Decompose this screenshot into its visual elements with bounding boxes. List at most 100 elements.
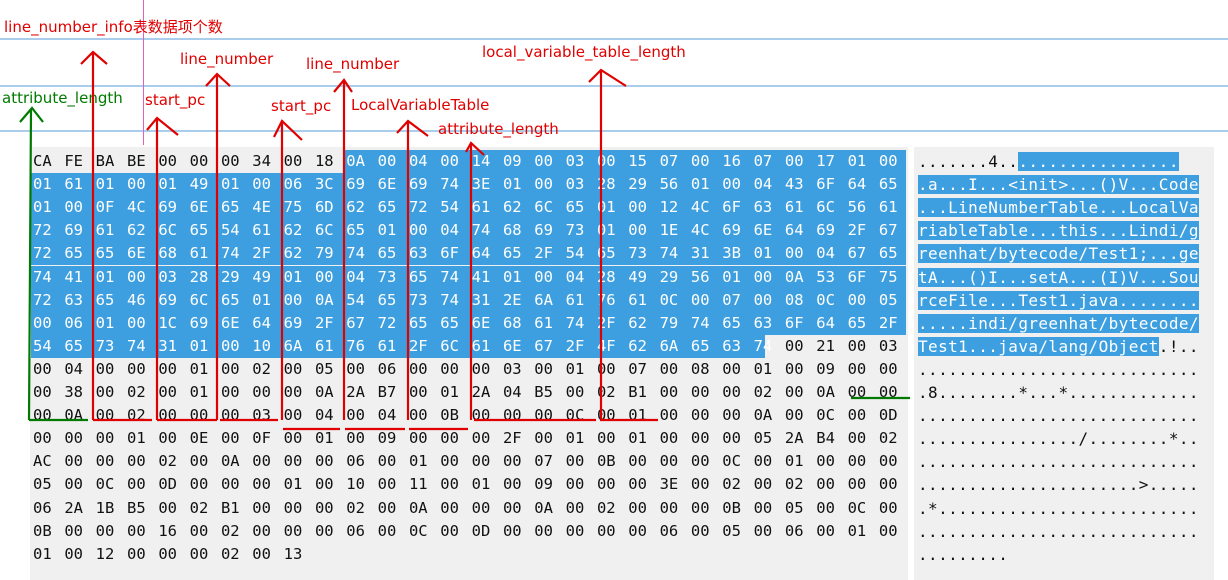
hex-byte[interactable]: 46 [126, 290, 146, 309]
hex-byte[interactable]: 00 [784, 359, 804, 378]
hex-byte[interactable]: 0C [722, 452, 741, 471]
hex-byte[interactable]: 54 [33, 336, 52, 355]
hex-byte[interactable]: 00 [64, 475, 83, 494]
hex-byte[interactable]: 64 [471, 244, 491, 263]
hex-byte[interactable]: 65 [878, 175, 898, 194]
hex-byte[interactable]: 00 [816, 475, 835, 494]
hex-byte[interactable]: 00 [158, 383, 177, 401]
hex-byte[interactable]: 74 [346, 244, 365, 263]
hex-byte[interactable]: 14 [471, 152, 491, 170]
hex-byte[interactable]: 61 [314, 336, 334, 355]
hex-byte[interactable]: 73 [377, 267, 397, 286]
hex-byte[interactable]: 01 [220, 175, 240, 194]
hex-byte[interactable]: 64 [816, 313, 835, 332]
hex-byte[interactable]: 00 [95, 452, 115, 471]
hex-byte[interactable]: 0A [784, 267, 804, 286]
hex-byte[interactable]: 00 [126, 544, 146, 563]
hex-byte[interactable]: 04 [753, 175, 773, 194]
hex-byte[interactable]: CA [33, 152, 52, 170]
hex-byte[interactable]: 65 [95, 290, 115, 309]
hex-byte[interactable]: 04 [314, 406, 334, 425]
hex-byte[interactable]: 73 [628, 244, 647, 263]
hex-byte[interactable]: 64 [784, 221, 804, 240]
hex-byte[interactable]: 00 [377, 521, 397, 540]
hex-byte[interactable]: 00 [659, 383, 679, 401]
hex-byte[interactable]: 00 [252, 498, 271, 517]
hex-byte[interactable]: 63 [753, 198, 773, 217]
hex-byte[interactable]: 13 [283, 544, 303, 563]
hex-byte[interactable]: 69 [64, 221, 83, 240]
hex-byte[interactable]: 00 [534, 521, 553, 540]
hex-byte[interactable]: 00 [659, 406, 679, 425]
hex-byte[interactable]: 0D [471, 521, 491, 540]
hex-byte[interactable]: 61 [64, 175, 83, 194]
hex-byte[interactable]: 01 [252, 290, 271, 309]
hex-byte[interactable]: AC [33, 452, 52, 471]
hex-byte[interactable]: 0A [314, 383, 334, 401]
hex-byte[interactable]: 79 [659, 313, 679, 332]
hex-byte[interactable]: 09 [816, 359, 835, 378]
hex-byte[interactable]: 00 [220, 336, 240, 355]
hex-byte[interactable]: 01 [33, 175, 52, 194]
hex-byte[interactable]: 10 [346, 475, 365, 494]
hex-byte[interactable]: 6E [126, 244, 146, 263]
hex-byte[interactable]: 00 [690, 498, 710, 517]
hex-byte[interactable]: 00 [565, 452, 585, 471]
hex-byte[interactable]: 75 [283, 198, 303, 217]
hex-byte[interactable]: 6C [189, 290, 209, 309]
hex-byte[interactable]: 00 [283, 406, 303, 425]
hex-byte[interactable]: 74 [126, 336, 146, 355]
hex-byte[interactable]: 67 [346, 313, 365, 332]
hex-byte[interactable]: 00 [784, 383, 804, 401]
hex-byte[interactable]: 07 [534, 452, 553, 471]
ascii-row[interactable]: ............................ [918, 406, 1199, 426]
hex-byte[interactable]: 6C [816, 198, 835, 217]
hex-byte[interactable]: 65 [220, 198, 240, 217]
hex-byte[interactable]: 00 [377, 152, 397, 170]
hex-byte[interactable]: 00 [878, 152, 898, 170]
hex-byte[interactable]: 0B [722, 498, 741, 517]
hex-byte[interactable]: 00 [377, 475, 397, 494]
hex-byte[interactable]: 74 [659, 244, 679, 263]
hex-byte[interactable]: 0C [816, 406, 835, 425]
hex-byte[interactable]: 00 [847, 406, 867, 425]
hex-byte[interactable]: 61 [189, 244, 209, 263]
hex-byte[interactable]: 00 [847, 429, 867, 448]
hex-byte[interactable]: 6D [314, 198, 334, 217]
hex-byte[interactable]: 00 [126, 359, 146, 378]
hex-byte[interactable]: 00 [377, 452, 397, 471]
hex-byte[interactable]: 62 [126, 221, 146, 240]
hex-byte[interactable]: 00 [471, 498, 491, 517]
hex-byte[interactable]: B5 [126, 498, 146, 517]
hex-byte[interactable]: 2F [847, 221, 867, 240]
hex-byte[interactable]: 00 [722, 359, 741, 378]
hex-byte[interactable]: 00 [220, 475, 240, 494]
hex-byte[interactable]: 01 [847, 152, 867, 170]
hex-byte[interactable]: 6F [816, 175, 835, 194]
hex-byte[interactable]: 1C [158, 313, 177, 332]
hex-byte[interactable]: 72 [33, 221, 52, 240]
hex-byte[interactable]: 16 [722, 152, 741, 170]
hex-byte[interactable]: 01 [847, 521, 867, 540]
hex-byte[interactable]: 01 [565, 429, 585, 448]
hex-byte[interactable]: 06 [64, 313, 83, 332]
ascii-panel[interactable] [914, 147, 1214, 580]
hex-byte[interactable]: 00 [847, 383, 867, 401]
hex-byte[interactable]: 04 [64, 359, 83, 378]
hex-byte[interactable]: 05 [314, 359, 334, 378]
hex-byte[interactable]: 00 [628, 475, 647, 494]
hex-byte[interactable]: 68 [502, 221, 522, 240]
hex-byte[interactable]: 74 [220, 244, 240, 263]
hex-byte[interactable]: B7 [377, 383, 397, 401]
hex-byte[interactable]: 00 [628, 498, 647, 517]
hex-byte[interactable]: 69 [158, 198, 177, 217]
hex-byte[interactable]: 01 [753, 244, 773, 263]
hex-byte[interactable]: 29 [220, 267, 240, 286]
hex-byte[interactable]: 00 [628, 452, 647, 471]
